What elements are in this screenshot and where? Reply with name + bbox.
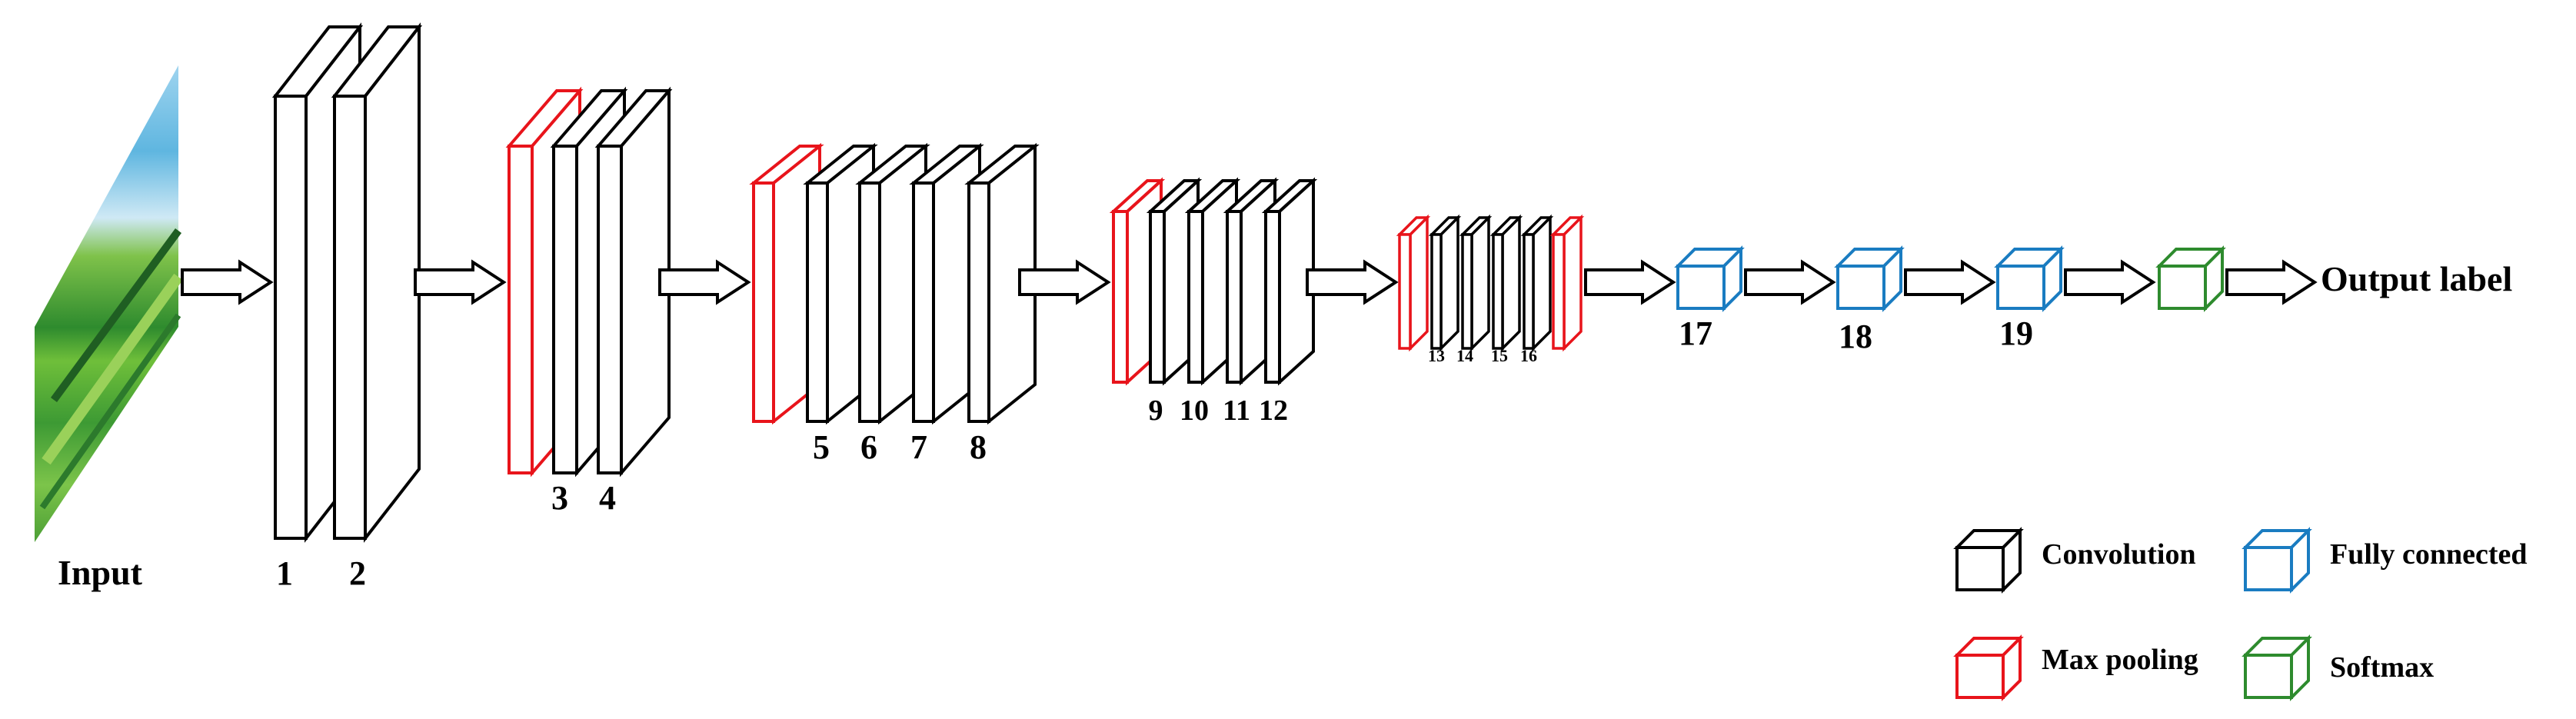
- layer-number-18: 18: [1839, 318, 1872, 355]
- arrow-fc17-to-fc18: [1744, 259, 1836, 305]
- conv-layer-8: [964, 142, 1040, 425]
- layer-number-8: 8: [970, 428, 987, 466]
- layer-number-14: 14: [1456, 346, 1473, 365]
- layer-number-13: 13: [1428, 346, 1445, 365]
- legend-fully-connected-label: Fully connected: [2330, 538, 2527, 571]
- legend-softmax-icon: [2242, 634, 2312, 701]
- layer-number-6: 6: [860, 428, 877, 466]
- arrow-block5-to-fc17: [1584, 259, 1676, 305]
- layer-number-4: 4: [599, 479, 616, 517]
- arrow-softmax-to-output: [2225, 259, 2318, 305]
- legend-max-pooling-icon: [1953, 634, 2024, 701]
- input-label: Input: [58, 553, 143, 592]
- layer-number-2: 2: [349, 554, 366, 592]
- layer-number-9: 9: [1149, 394, 1163, 427]
- arrow-block4-to-block5: [1306, 259, 1399, 305]
- layer-number-1: 1: [276, 554, 293, 592]
- arrow-block1-to-block2: [414, 259, 507, 305]
- arrow-block3-to-block4: [1018, 259, 1111, 305]
- arrow-input-to-block1: [181, 259, 274, 305]
- legend-softmax-label: Softmax: [2330, 651, 2434, 684]
- input-image: [35, 65, 183, 542]
- legend: [1953, 527, 2312, 701]
- layer-number-16: 16: [1520, 346, 1537, 365]
- fc-layer-18: [1834, 245, 1905, 312]
- legend-fully-connected-icon: [2242, 527, 2312, 594]
- conv-layer-12: [1261, 177, 1318, 386]
- maxpool-layer-d: [1396, 214, 1431, 352]
- legend-convolution-icon: [1953, 527, 2024, 594]
- output-label: Output label: [2321, 259, 2512, 298]
- legend-convolution-label: Convolution: [2042, 538, 2196, 571]
- layer-number-15: 15: [1491, 346, 1508, 365]
- layer-number-12: 12: [1259, 394, 1288, 427]
- conv-layer-14: [1459, 214, 1493, 352]
- maxpool-layer-e: [1549, 214, 1585, 352]
- flow-arrows: [181, 259, 2318, 305]
- fc-layer-19: [1994, 245, 2065, 312]
- softmax-layer: [2155, 245, 2226, 312]
- conv-layer-4: [594, 86, 673, 478]
- layer-number-10: 10: [1180, 394, 1209, 427]
- conv-layer-15: [1489, 214, 1523, 352]
- layer-number-7: 7: [910, 428, 927, 466]
- conv-layer-16: [1520, 214, 1554, 352]
- arrow-fc18-to-fc19: [1904, 259, 1996, 305]
- fc-layer-17: [1674, 245, 1745, 312]
- layer-number-11: 11: [1223, 394, 1250, 427]
- arrow-fc19-to-softmax: [2064, 259, 2156, 305]
- legend-max-pooling-label: Max pooling: [2042, 644, 2198, 676]
- conv-layer-2: [331, 22, 423, 543]
- layer-number-3: 3: [551, 479, 568, 517]
- layer-number-5: 5: [813, 428, 830, 466]
- conv-layer-13: [1428, 214, 1462, 352]
- layer-number-19: 19: [1999, 315, 2033, 352]
- layer-blocks: [271, 22, 2226, 543]
- arrow-block2-to-block3: [658, 259, 751, 305]
- layer-number-17: 17: [1679, 315, 1712, 352]
